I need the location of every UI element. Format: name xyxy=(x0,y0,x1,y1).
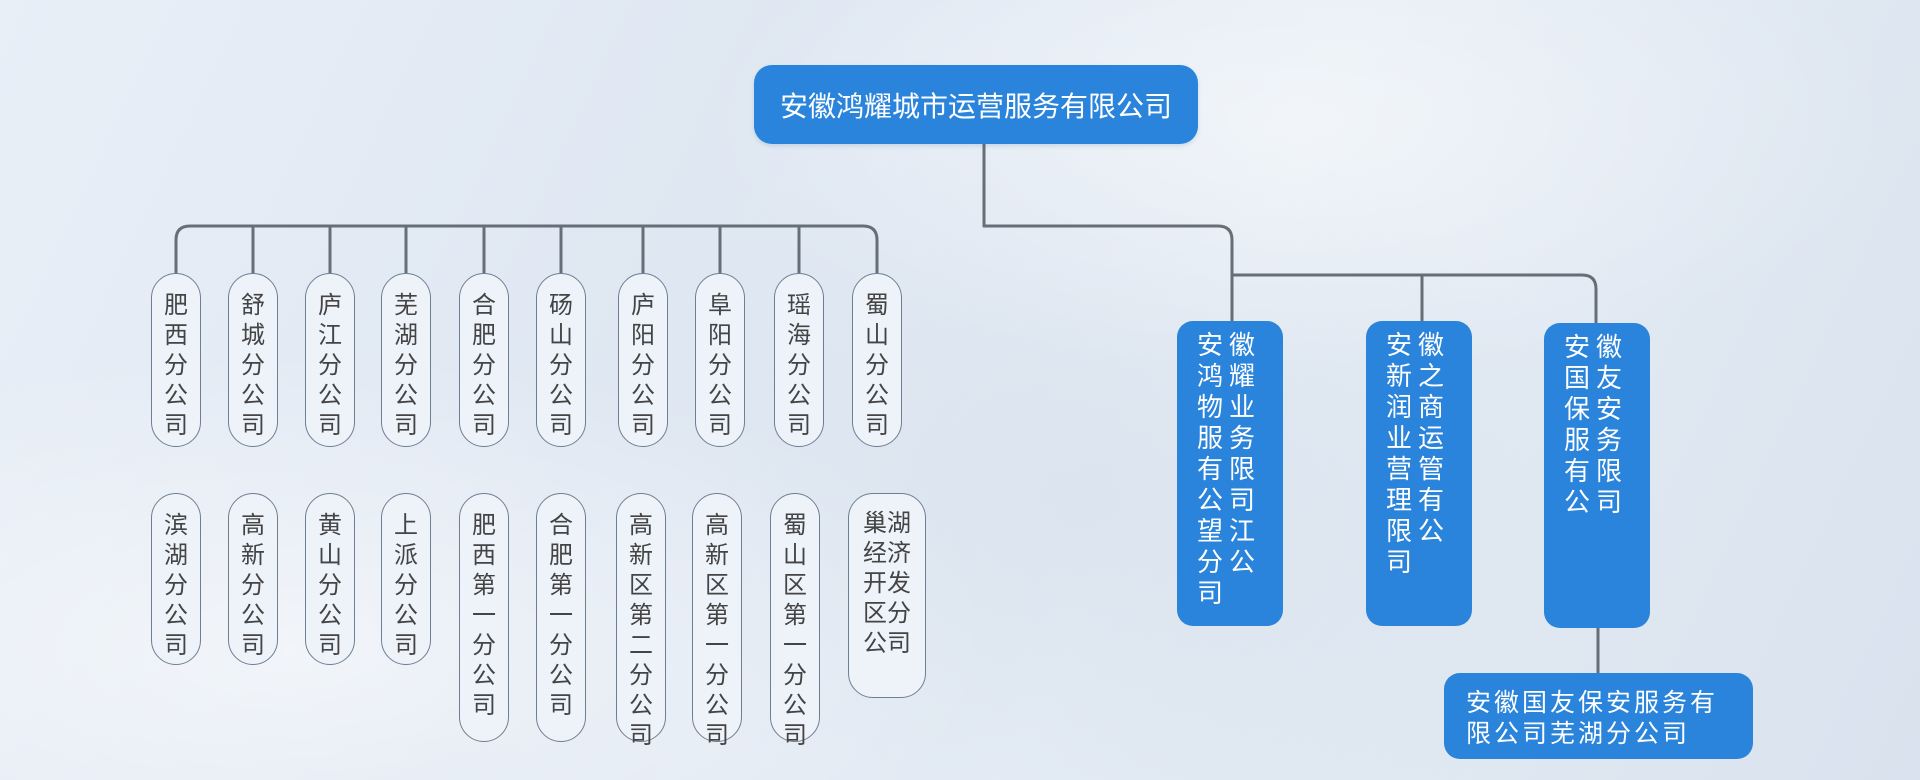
branch-node: 高新区第二分公司 xyxy=(616,493,666,749)
branch-label: 庐江分公司 xyxy=(318,291,342,439)
root-company-label: 安徽鸿耀城市运营服务有限公司 xyxy=(779,89,1172,123)
branch-node: 合肥第一分公司 xyxy=(536,493,586,742)
branch-label: 蜀山分公司 xyxy=(865,291,889,439)
branch-label: 合肥第一分公司 xyxy=(549,511,573,719)
branch-node: 高新分公司 xyxy=(228,493,278,665)
subsidiary-label: 安徽新之润商业运营管理有限公司 xyxy=(1386,331,1451,578)
branch-node: 黄山分公司 xyxy=(305,493,355,665)
branch-node: 瑶海分公司 xyxy=(774,273,824,447)
sub-branch-label: 安徽国友保安服务有限公司芜湖分公司 xyxy=(1466,688,1719,748)
branch-label: 高新区第二分公司 xyxy=(629,511,653,749)
subsidiary-node: 安徽新之润商业运营管理有限公司 xyxy=(1366,321,1472,626)
branch-label: 滨湖分公司 xyxy=(164,511,188,659)
branch-node: 高新区第一分公司 xyxy=(692,493,742,749)
branch-node: 肥西第一分公司 xyxy=(459,493,509,742)
branch-node: 肥西分公司 xyxy=(151,273,201,447)
branch-label: 舒城分公司 xyxy=(241,291,265,439)
branch-label: 肥西第一分公司 xyxy=(472,511,496,719)
root-company-node: 安徽鸿耀城市运营服务有限公司 xyxy=(754,65,1198,144)
sub-branch-node: 安徽国友保安服务有限公司芜湖分公司 xyxy=(1444,673,1753,759)
branch-label: 瑶海分公司 xyxy=(787,291,811,439)
branch-node: 芜湖分公司 xyxy=(381,273,431,447)
branch-label: 巢湖经济开发区分公司 xyxy=(863,509,911,657)
branch-node: 巢湖经济开发区分公司 xyxy=(848,493,926,698)
branch-label: 黄山分公司 xyxy=(318,511,342,659)
branch-label: 砀山分公司 xyxy=(549,291,573,439)
branch-node: 蜀山分公司 xyxy=(852,273,902,447)
branch-node: 合肥分公司 xyxy=(459,273,509,447)
subsidiary-label: 安徽国友保安服务有限公司 xyxy=(1564,333,1629,518)
branch-node: 庐江分公司 xyxy=(305,273,355,447)
branch-label: 芜湖分公司 xyxy=(394,291,418,439)
branch-node: 舒城分公司 xyxy=(228,273,278,447)
branch-label: 高新分公司 xyxy=(241,511,265,659)
branch-label: 合肥分公司 xyxy=(472,291,496,439)
branch-label: 上派分公司 xyxy=(394,511,418,659)
branch-label: 高新区第一分公司 xyxy=(705,511,729,749)
subsidiary-node: 安徽鸿耀物业服务有限公司望江分公司 xyxy=(1177,321,1283,626)
subsidiary-node: 安徽国友保安服务有限公司 xyxy=(1544,323,1650,628)
branch-node: 蜀山区第一分公司 xyxy=(770,493,820,749)
branch-label: 蜀山区第一分公司 xyxy=(783,511,807,749)
branch-label: 肥西分公司 xyxy=(164,291,188,439)
subsidiary-label: 安徽鸿耀物业服务有限公司望江分公司 xyxy=(1197,331,1262,609)
branch-node: 上派分公司 xyxy=(381,493,431,665)
branch-node: 砀山分公司 xyxy=(536,273,586,447)
branch-node: 阜阳分公司 xyxy=(695,273,745,447)
branch-label: 阜阳分公司 xyxy=(708,291,732,439)
branch-label: 庐阳分公司 xyxy=(631,291,655,439)
branch-node: 滨湖分公司 xyxy=(151,493,201,665)
branch-node: 庐阳分公司 xyxy=(618,273,668,447)
